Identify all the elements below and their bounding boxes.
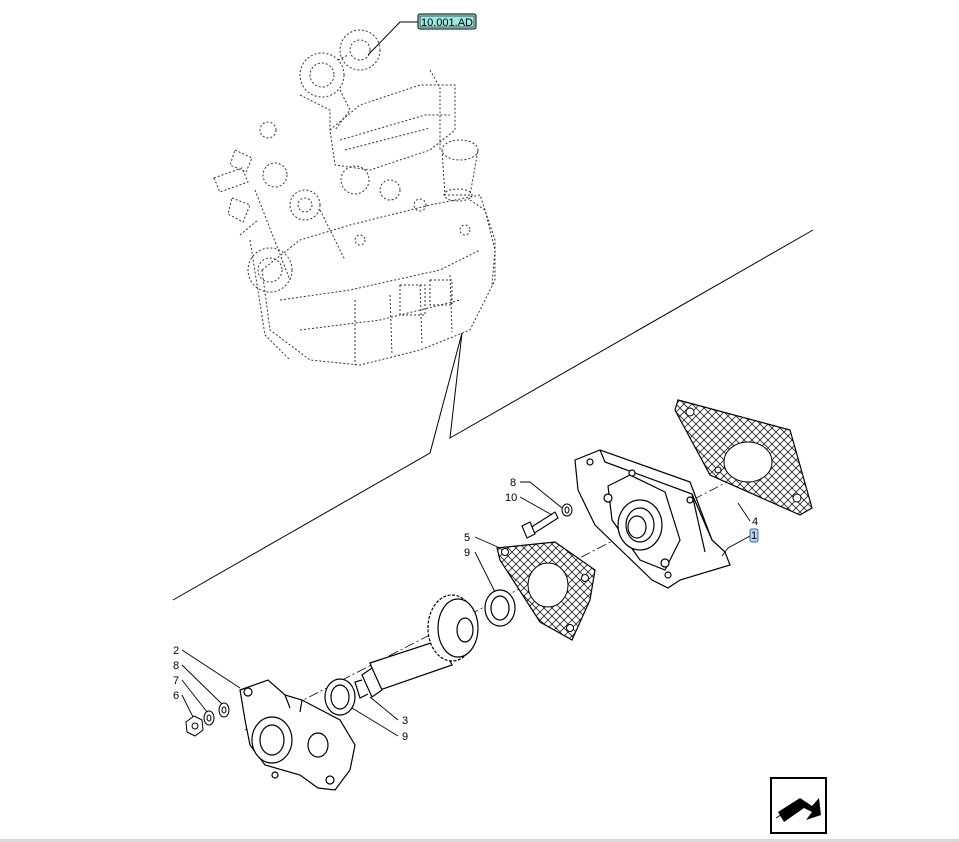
callout-9-lower: 9 xyxy=(402,731,408,743)
callout-8-lower: 8 xyxy=(173,660,179,672)
seal-ring-part-9-upper xyxy=(484,589,516,627)
callout-1: 1 xyxy=(751,530,757,542)
washer-part-8-lower xyxy=(218,702,230,718)
gear-shaft-part-3 xyxy=(354,594,479,699)
washer-part-7 xyxy=(203,710,215,726)
washer-part-8-upper xyxy=(561,503,573,517)
callout-labels: 2 8 7 6 3 9 8 10 5 9 4 xyxy=(173,477,758,743)
section-lines xyxy=(172,229,814,601)
callout-4: 4 xyxy=(752,516,758,528)
bolt-part-10 xyxy=(521,511,559,539)
leader-lines xyxy=(181,481,751,737)
nut-part-6 xyxy=(185,715,204,737)
cover-part-2 xyxy=(239,679,356,791)
callout-7: 7 xyxy=(173,675,179,687)
gasket-part-4 xyxy=(674,399,813,516)
seal-ring-part-9-lower xyxy=(324,678,356,716)
callout-3: 3 xyxy=(402,715,408,727)
callout-6: 6 xyxy=(173,690,179,702)
callout-2: 2 xyxy=(173,645,179,657)
bottom-border xyxy=(0,839,959,842)
gasket-part-5 xyxy=(496,541,596,641)
next-page-arrow-icon[interactable] xyxy=(770,777,827,834)
housing-part-1 xyxy=(574,449,731,589)
callout-10: 10 xyxy=(505,492,517,504)
reference-tag-leader xyxy=(367,21,418,56)
callout-5: 5 xyxy=(464,532,470,544)
reference-tag-10-001-AD[interactable]: 10.001.AD xyxy=(417,13,477,30)
callout-1-hotspot[interactable]: 1 xyxy=(749,528,759,543)
callout-9-upper: 9 xyxy=(464,547,470,559)
engine-illustration xyxy=(213,29,496,366)
callout-8-upper: 8 xyxy=(510,477,516,489)
reference-tag-label: 10.001.AD xyxy=(421,17,473,29)
